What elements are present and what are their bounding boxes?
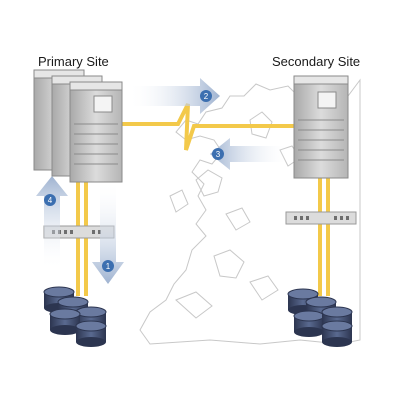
secondary-server-icon (293, 75, 349, 179)
primary-site-label: Primary Site (38, 54, 109, 69)
database-disk (75, 320, 107, 347)
flow-step-2-number: 2 (204, 92, 209, 101)
flow-arrow-3: 3 (210, 138, 290, 170)
flow-arrow-4: 4 (36, 176, 68, 270)
database-disk (293, 310, 325, 337)
secondary-network-switch (285, 211, 357, 225)
replication-link (76, 103, 330, 296)
database-disk (49, 308, 81, 335)
secondary-database-icon (287, 288, 353, 347)
flow-step-1-number: 1 (106, 262, 111, 271)
flow-step-4-number: 4 (48, 196, 53, 205)
primary-server-tower-front (69, 81, 123, 183)
flow-arrow-2: 2 (128, 78, 220, 114)
primary-database-icon (43, 286, 107, 347)
database-disk (321, 320, 353, 347)
primary-server-icon (33, 69, 123, 183)
flow-step-3-number: 3 (216, 150, 221, 159)
flow-arrow-1: 1 (92, 180, 124, 284)
secondary-site-label: Secondary Site (272, 54, 361, 69)
